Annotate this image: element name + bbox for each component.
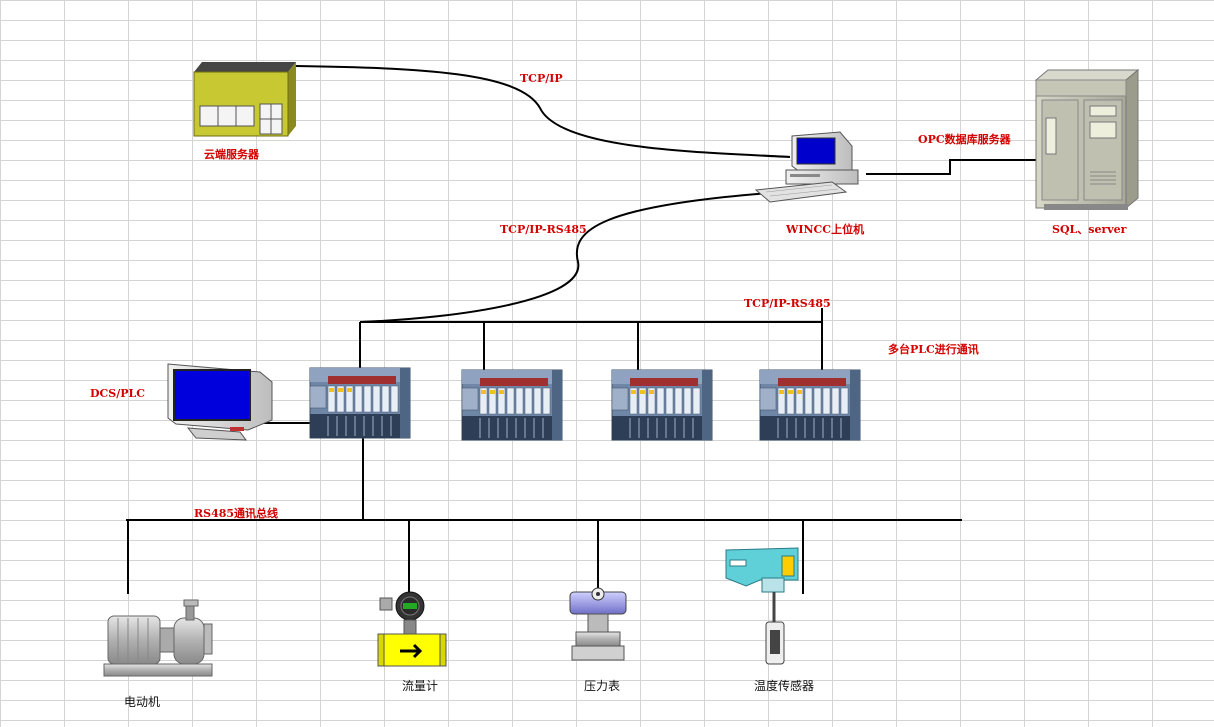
flowmeter-icon[interactable] bbox=[377, 591, 447, 667]
temp-sensor-icon[interactable] bbox=[725, 547, 799, 665]
plc-rack-2[interactable] bbox=[461, 369, 563, 441]
rs485-bus-label: RS485通讯总线 bbox=[194, 506, 278, 520]
multi-plc-label: 多台PLC进行通讯 bbox=[888, 342, 979, 356]
sql-server-label: SQL、server bbox=[1052, 223, 1127, 236]
wincc-workstation-icon[interactable] bbox=[754, 131, 859, 203]
dcs-plc-label: DCS/PLC bbox=[90, 387, 145, 400]
connectors bbox=[126, 65, 1038, 596]
link-wincc-sql bbox=[866, 159, 1038, 175]
tcp-ip-label: TCP/IP bbox=[520, 72, 563, 85]
plc-rack-3[interactable] bbox=[611, 369, 713, 441]
dcs-monitor-icon[interactable] bbox=[167, 363, 273, 441]
tcp-ip-rs485-plc-label: TCP/IP-RS485 bbox=[744, 297, 831, 310]
motor-icon[interactable] bbox=[103, 599, 213, 677]
tcp-ip-rs485-upper-label: TCP/IP-RS485 bbox=[500, 223, 587, 236]
cloud-server-icon[interactable] bbox=[193, 62, 296, 137]
motor-label: 电动机 bbox=[124, 695, 160, 709]
wincc-host-label: WINCC上位机 bbox=[785, 222, 864, 236]
temp-sensor-label: 温度传感器 bbox=[754, 678, 814, 693]
plc-rack-4[interactable] bbox=[759, 369, 861, 441]
link-cloud-wincc bbox=[295, 65, 791, 158]
plc-rack-main[interactable] bbox=[309, 367, 411, 439]
sql-server-icon[interactable] bbox=[1034, 68, 1140, 210]
flowmeter-label: 流量计 bbox=[402, 679, 438, 693]
cloud-server-label: 云端服务器 bbox=[204, 147, 260, 161]
link-wincc-plc-bus bbox=[359, 191, 783, 323]
pressure-gauge-icon[interactable] bbox=[569, 587, 627, 661]
pressure-gauge-label: 压力表 bbox=[584, 679, 620, 693]
opc-server-label: OPC数据库服务器 bbox=[918, 132, 1012, 146]
